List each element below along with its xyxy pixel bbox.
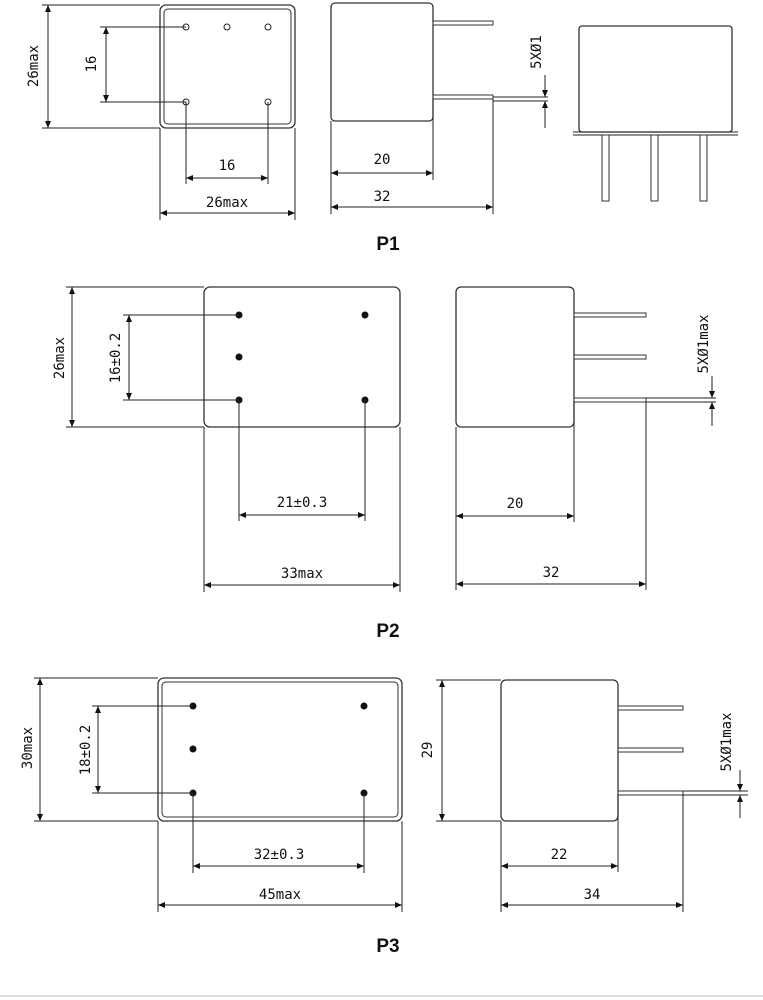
p2-side-body [455,286,575,428]
p1-front-body [159,4,296,129]
p2-total-length-label: 32 [543,565,560,581]
p1-caption: P1 [376,234,400,255]
p1-perspective-pin [699,134,708,202]
p2-pin-spacing-h-label: 21±0.3 [277,495,328,511]
p1-perspective-view [573,25,738,202]
p3-body-depth-label: 22 [551,847,568,863]
p2-caption: P2 [376,621,399,642]
p2-width-label: 33max [281,566,323,582]
p1-body-depth-label: 20 [374,152,391,168]
p3-side-view: 5XØ1max 29 22 34 [420,679,748,912]
p1-pin-spacing-v-label: 16 [84,56,100,73]
p1-pin-diameter-label: 5XØ1 [529,35,545,69]
p2-pin-spacing-v-label: 16±0.2 [108,333,124,384]
p3-caption: P3 [376,936,399,957]
p2-pin-dot [235,353,243,361]
p3-pin-dot [360,702,368,710]
p3-side-pin [617,790,684,796]
p1-perspective-pin [650,134,659,202]
p1-pin-hole [223,23,231,31]
p1-perspective-body [578,25,733,133]
p2-package: 26max 16±0.2 21±0.3 33max [52,286,716,642]
p3-total-length-label: 34 [584,887,601,903]
p3-side-height-label: 29 [420,742,436,759]
p3-front-view: 30max 18±0.2 32±0.3 45max [20,677,403,912]
p2-front-body [203,286,401,428]
p3-height-label: 30max [20,727,36,769]
p1-height-label: 26max [26,45,42,87]
p1-total-length-label: 32 [374,189,391,205]
p2-body-depth-label: 20 [507,496,524,512]
p2-side-pin [573,354,647,360]
p1-width-label: 26max [206,195,248,211]
p1-side-pin [432,20,494,26]
p3-side-pin [617,705,684,711]
p1-front-view: 26max 16 16 26max [26,4,296,220]
p2-side-pin [573,397,647,403]
p3-pin-spacing-v-label: 18±0.2 [78,725,94,776]
p1-perspective-pin [601,134,610,202]
p1-package: 26max 16 16 26max 5XØ1 [26,2,738,255]
p3-pin-spacing-h-label: 32±0.3 [254,847,305,863]
p3-pin-diameter-label: 5XØ1max [719,712,735,771]
p3-package: 30max 18±0.2 32±0.3 45max [20,677,748,957]
p1-side-view: 5XØ1 20 32 [330,2,548,214]
p3-side-body [500,679,619,822]
p3-side-pin [617,747,684,753]
p2-pin-diameter-label: 5XØ1max [696,314,712,373]
p1-pin-spacing-h-label: 16 [219,158,236,174]
p2-front-view: 26max 16±0.2 21±0.3 33max [52,286,401,592]
p3-front-body [157,677,403,822]
p1-pin-hole [264,23,272,31]
p3-width-label: 45max [259,887,301,903]
p2-height-label: 26max [52,337,68,379]
p3-pin-dot [189,745,197,753]
p2-side-pin [573,312,647,318]
p2-pin-dot [361,311,369,319]
p2-side-view: 5XØ1max 20 32 [455,286,716,590]
p1-side-body [330,2,434,122]
p1-side-pin [432,94,494,100]
